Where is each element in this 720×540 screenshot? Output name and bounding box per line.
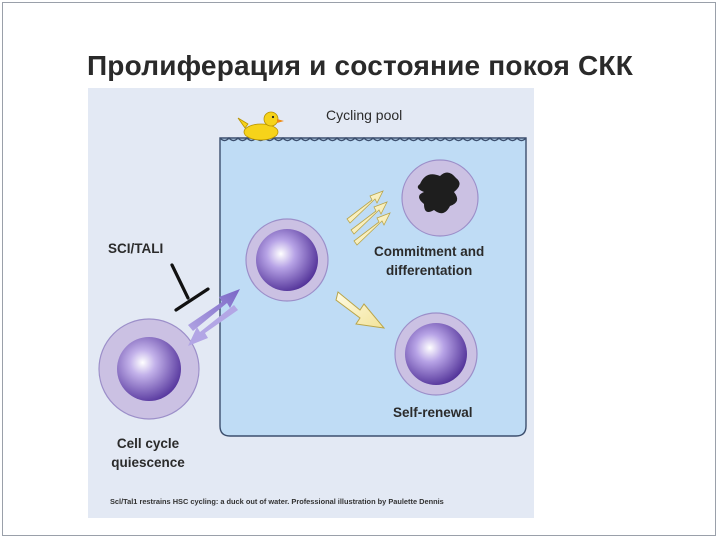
nucleus-shape-icon — [417, 172, 460, 214]
quiescence-label-line2: quiescence — [111, 455, 185, 470]
duck-icon — [237, 111, 284, 141]
self-renewal-arrow — [335, 291, 386, 329]
commitment-label-line2: differentation — [386, 263, 473, 278]
quiescent-cell — [98, 318, 200, 420]
commitment-label: Commitment and differentation — [374, 242, 484, 280]
water-surface — [219, 136, 527, 142]
self-renewal-label: Self-renewal — [393, 405, 473, 420]
inhibition-icon — [170, 263, 210, 312]
hsc-figure: Cycling pool SCI/TALI Commitment and dif… — [88, 88, 534, 518]
cycling-pool-label: Cycling pool — [326, 107, 403, 123]
differentiated-cell — [401, 159, 479, 237]
commitment-arrows — [346, 190, 391, 246]
slide-title: Пролиферация и состояние покоя СКК — [86, 50, 634, 81]
commitment-label-line1: Commitment and — [374, 244, 485, 259]
figure-caption: Scl/Tal1 restrains HSC cycling: a duck o… — [110, 497, 444, 506]
quiescence-label: Cell cycle quiescence — [96, 434, 200, 472]
quiescence-label-line1: Cell cycle — [116, 436, 180, 451]
sci-tali-label: SCI/TALI — [108, 241, 164, 256]
exchange-arrows — [188, 289, 240, 346]
hsc-diagram — [88, 88, 534, 518]
self-renewal-cell — [394, 312, 478, 396]
cycling-cell — [245, 218, 329, 302]
